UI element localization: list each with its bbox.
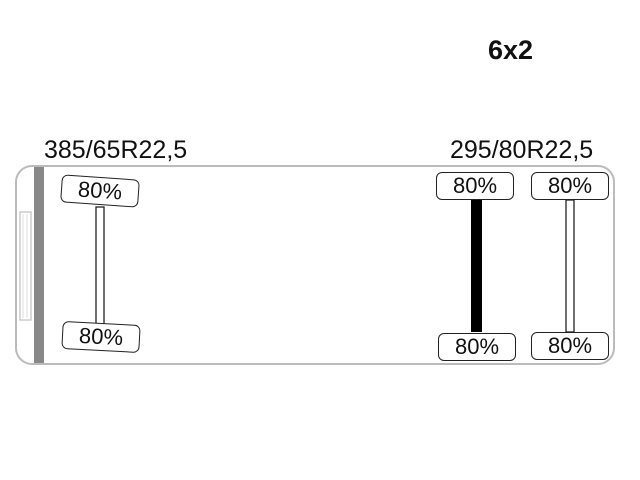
tag-axle-shaft xyxy=(565,199,575,333)
tire-front-left[interactable]: 80% xyxy=(60,174,140,208)
rear-tire-size-label: 295/80R22,5 xyxy=(450,136,594,164)
tire-tag-right[interactable]: 80% xyxy=(531,332,609,360)
cab-band xyxy=(34,167,44,363)
front-axle-shaft xyxy=(95,206,105,328)
cab-detail xyxy=(19,211,32,321)
axle-config-label: 6x2 xyxy=(488,35,534,65)
tire-drive-right[interactable]: 80% xyxy=(438,333,516,361)
front-tire-size-label: 385/65R22,5 xyxy=(44,136,188,164)
tire-front-right[interactable]: 80% xyxy=(61,320,141,354)
drive-axle-shaft xyxy=(471,200,482,332)
chassis-frame xyxy=(15,165,615,365)
tire-tag-left[interactable]: 80% xyxy=(531,172,609,200)
tire-drive-left[interactable]: 80% xyxy=(436,172,514,200)
